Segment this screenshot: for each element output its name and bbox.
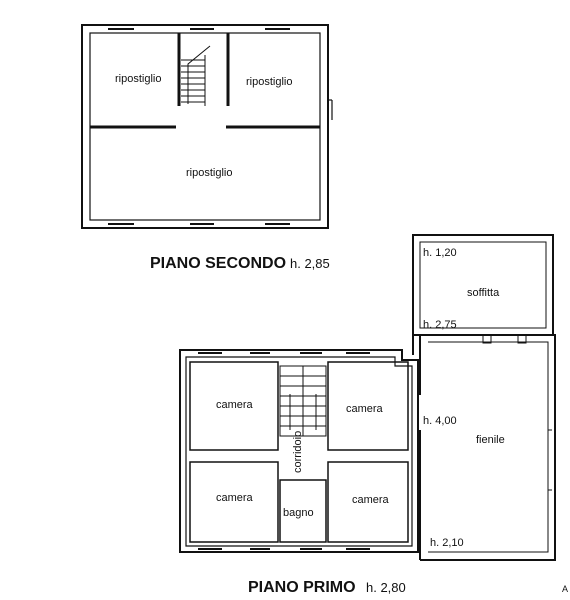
first-floor-room-camera-1: camera: [216, 399, 254, 411]
first-floor-room-camera-2: camera: [346, 403, 384, 415]
second-floor-room-3: ripostiglio: [186, 167, 232, 179]
first-floor-stair: [279, 365, 327, 437]
annex-plan: [412, 234, 556, 561]
first-floor-room-corridoio: corridoio: [292, 431, 304, 473]
annex-soffitta-label: soffitta: [467, 287, 500, 299]
second-floor-plan: [81, 24, 333, 229]
second-floor-room-2: ripostiglio: [246, 76, 292, 88]
second-floor-stair: [181, 45, 211, 106]
annex-height-3: h. 4,00: [423, 415, 457, 427]
annex-height-2: h. 2,75: [423, 319, 457, 331]
first-floor-height: h. 2,80: [366, 580, 406, 595]
annex-height-1: h. 1,20: [423, 247, 457, 259]
first-floor-plan: [179, 349, 419, 553]
second-floor-outer-wall: [81, 24, 329, 229]
first-floor-room-camera-3: camera: [216, 492, 254, 504]
first-floor-room-bagno: bagno: [283, 507, 314, 519]
first-floor-title: PIANO PRIMO: [248, 579, 356, 596]
annex-fienile-label: fienile: [476, 434, 505, 446]
edge-text: A: [562, 584, 568, 594]
second-floor-room-1: ripostiglio: [115, 73, 161, 85]
second-floor-title: PIANO SECONDO: [150, 255, 286, 272]
first-floor-room-camera-4: camera: [352, 494, 390, 506]
second-floor-height: h. 2,85: [290, 256, 330, 271]
annex-height-4: h. 2,10: [430, 537, 464, 549]
